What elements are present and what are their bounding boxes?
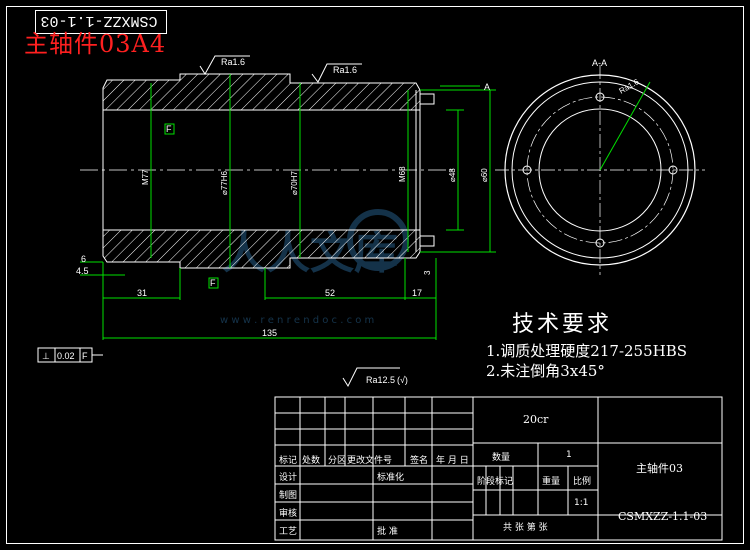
draw-label: 制图 (279, 491, 298, 501)
roughness-general-label: Ra12.5 (366, 375, 395, 385)
thread-hole-bottom (419, 235, 435, 247)
datum-f-top: F (166, 124, 172, 134)
datum-f-box-bottom (208, 277, 219, 289)
section-label: A-A (592, 58, 607, 68)
thread-hole-top (419, 93, 435, 105)
process-label: 工艺 (279, 527, 298, 537)
roughness-symbol-left (199, 55, 250, 75)
tech-requirement-1: 1.调质处理硬度217-255HBS (486, 342, 688, 360)
drawing-number: CSMXZZ-1.1-03 (618, 510, 708, 523)
header-count: 处数 (302, 456, 321, 466)
roughness-symbol-general (342, 367, 400, 388)
section-marker: A (484, 82, 490, 92)
dim-d77h6: ⌀77H6 (220, 171, 229, 195)
dim-d60: ⌀60 (480, 168, 489, 182)
design-label: 设计 (279, 473, 298, 483)
datum-f-box-top (164, 123, 175, 135)
upper-wall-section (102, 73, 421, 111)
scale-value: 1:1 (574, 498, 589, 508)
tolerance-value: 0.02 (57, 351, 75, 361)
tolerance-symbol: ⊥ (42, 351, 50, 361)
watermark: 人人文库 w w w . r e n r e n d o c . c o m (220, 209, 409, 326)
sheets: 共 张 第 张 (503, 523, 548, 533)
title-block-grid (274, 396, 723, 541)
dim-6: 6 (81, 254, 86, 264)
dim-4-5: 4.5 (76, 266, 89, 276)
qty-value: 1 (566, 450, 572, 460)
stage-label: 阶段标记 (477, 477, 514, 487)
dim-17: 17 (412, 288, 422, 298)
part-name: 主轴件03 (636, 462, 683, 475)
standard-label: 标准化 (377, 473, 405, 483)
header-docno: 更改文件号 (347, 456, 393, 466)
roughness-symbol-mid (311, 63, 362, 83)
weight-label: 重量 (542, 477, 561, 487)
roughness-mid-label: Ra1.6 (333, 65, 357, 75)
length-dims (80, 258, 437, 340)
material: 20cr (523, 413, 549, 426)
dim-135: 135 (262, 328, 277, 338)
drawing-frame (6, 6, 744, 544)
roughness-left-label: Ra1.6 (221, 57, 245, 67)
tech-requirement-2: 2.未注倒角3x45° (486, 362, 605, 380)
dim-31: 31 (137, 288, 147, 298)
datum-f-bottom: F (210, 278, 216, 288)
drawing-title: 主轴件03A4 (24, 30, 167, 58)
diameter-dims (150, 74, 496, 268)
dim-d48: ⌀48 (448, 168, 457, 182)
corner-tag-box (35, 10, 167, 34)
header-zone: 分区 (328, 456, 347, 466)
approve-label: 批 准 (377, 527, 398, 537)
dim-3: 3 (423, 270, 432, 275)
dim-52: 52 (325, 288, 335, 298)
roughness-general-suffix: (√) (397, 375, 408, 385)
section-view-aa (495, 65, 705, 275)
review-label: 审核 (279, 509, 298, 519)
qty-label: 数量 (492, 453, 511, 463)
dim-m77: M77 (141, 169, 150, 185)
tech-requirements-heading: 技术要求 (512, 312, 613, 337)
header-sign: 签名 (410, 456, 429, 466)
scale-label: 比例 (573, 477, 592, 487)
watermark-url: w w w . r e n r e n d o c . c o m (220, 315, 374, 326)
header-date: 年 月 日 (436, 456, 469, 466)
dim-d70h7: ⌀70H7 (290, 171, 299, 195)
tolerance-frame (37, 347, 103, 363)
dim-m68: M68 (398, 166, 407, 182)
header-mark: 标记 (279, 456, 298, 466)
tolerance-datum: F (82, 351, 88, 361)
